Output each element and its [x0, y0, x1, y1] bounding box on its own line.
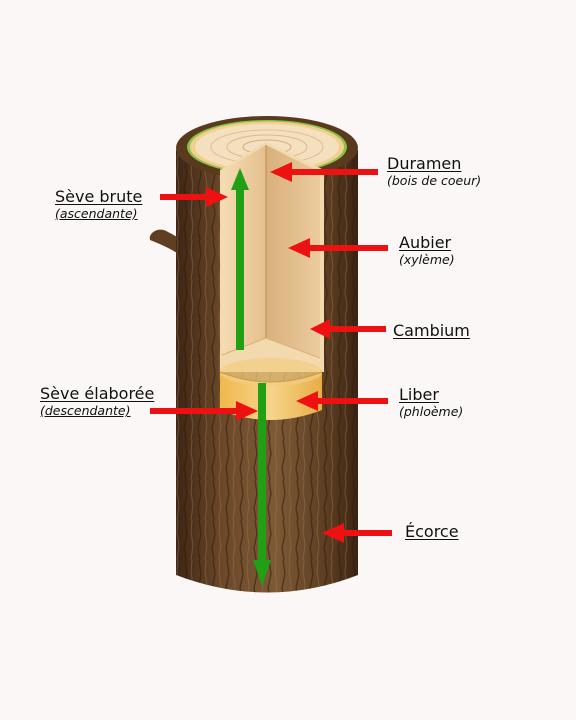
label-seve-elaboree: Sève élaborée (descendante) [40, 384, 154, 418]
arrow-ecorce [322, 523, 392, 543]
aubier-subtitle: (xylème) [399, 252, 455, 267]
sap-arrows [231, 168, 271, 586]
arrow-liber [296, 391, 388, 411]
label-duramen: Duramen (bois de coeur) [387, 154, 481, 188]
arrow-duramen [270, 162, 378, 182]
sap-descending-arrow [253, 383, 271, 586]
arrow-aubier [288, 238, 388, 258]
seve-brute-title: Sève brute [55, 187, 143, 206]
seve-brute-subtitle: (ascendante) [55, 206, 138, 221]
ecorce-title: Écorce [405, 522, 459, 541]
cut-face-right [266, 145, 320, 358]
arrow-seve-elaboree [150, 401, 258, 421]
label-seve-brute: Sève brute (ascendante) [55, 187, 142, 221]
aubier-title: Aubier [399, 233, 452, 252]
liber-title: Liber [399, 385, 439, 404]
label-ecorce: Écorce [405, 522, 459, 541]
arrow-seve-brute [160, 187, 228, 207]
label-aubier: Aubier (xylème) [399, 233, 455, 267]
duramen-title: Duramen [387, 154, 462, 173]
cambium-title: Cambium [393, 321, 470, 340]
label-liber: Liber (phloème) [399, 385, 463, 419]
seve-elaboree-title: Sève élaborée [40, 384, 155, 403]
pointer-arrows [150, 162, 392, 543]
liber-subtitle: (phloème) [399, 404, 464, 419]
arrow-cambium [310, 319, 386, 339]
label-cambium: Cambium [393, 321, 470, 340]
sap-ascending-arrow [231, 168, 249, 350]
duramen-subtitle: (bois de coeur) [387, 173, 482, 188]
seve-elaboree-subtitle: (descendante) [40, 403, 131, 418]
